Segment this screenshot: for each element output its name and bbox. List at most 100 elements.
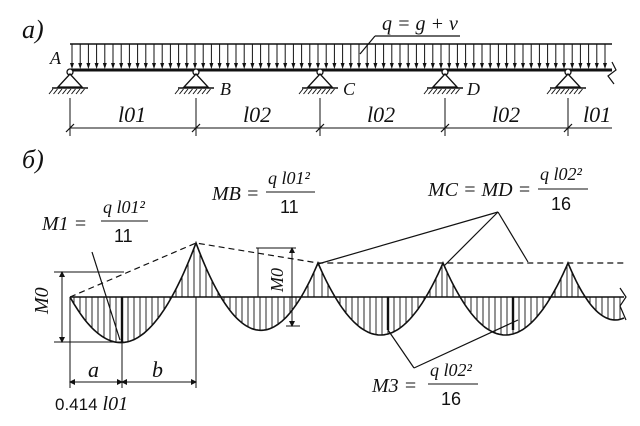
load-arrowhead [168,63,173,69]
ground-hatch [551,88,556,95]
mb-lhs: MB = [211,183,259,205]
load-arrowhead [578,63,583,69]
ground-hatch [66,88,72,95]
load-arrowhead [537,63,542,69]
label-a: a [88,357,99,382]
load-arrowhead [316,63,320,69]
support-triangle [56,73,84,88]
support-label-d: D [466,79,480,99]
load-arrowhead [586,63,591,69]
load-arrowhead [307,63,312,69]
panel-a-label: а) [22,15,44,44]
load-arrowhead [447,63,452,69]
ground-hatch [546,88,552,95]
ground-hatch [573,88,579,95]
load-arrowhead [553,63,558,69]
m3-leader-1 [387,329,415,369]
load-label: q = g + v [382,13,458,35]
load-arrowhead [471,63,476,69]
ground-hatch [437,88,442,95]
ground-hatch [455,88,460,95]
ground-hatch [75,88,81,95]
md-leader-2 [497,211,529,263]
support-label-b: B [220,79,231,99]
load-arrowhead [184,63,189,69]
load-arrowhead [398,63,402,69]
m3-denominator: 16 [441,389,461,409]
ground-hatch [80,88,85,95]
load-arrowhead [225,63,230,69]
span-tick-slash [563,123,573,133]
beam-break-mark [607,61,617,85]
load-arrowhead [512,63,517,69]
load-arrowhead [332,63,337,69]
span-tick-slash [440,123,450,133]
mcd-denominator: 16 [551,194,571,214]
m0-mid-label: M0 [267,268,287,293]
load-arrowhead [86,63,91,69]
support-triangle [182,73,210,88]
load-arrowhead [562,63,566,69]
load-arrowhead [94,63,99,69]
load-arrowhead [324,63,329,69]
load-arrowhead [119,63,124,69]
support-triangle [554,73,582,88]
ground-hatch [303,88,308,95]
ground-hatch [432,88,438,95]
mcd-lhs: MC = MD = [427,179,531,201]
load-arrowhead [480,63,484,69]
load-arrowhead [78,63,83,69]
support-2 [174,68,214,95]
ground-hatch [183,88,189,95]
ground-hatch [312,88,317,95]
load-arrowhead [135,63,140,69]
m3-leader-2 [413,319,519,369]
load-arrowhead [234,63,238,69]
moment-break-mark [619,287,627,321]
load-arrowhead [406,63,411,69]
load-arrowhead [439,63,443,69]
support-1 [48,68,88,95]
load-arrowhead [217,63,222,69]
load-arrowhead [275,63,279,69]
ground-hatch [423,88,429,95]
ground-hatch [174,88,180,95]
load-arrowhead [570,63,575,69]
span-tick-slash [191,123,201,133]
ground-hatch [578,88,583,95]
m0-left-label: M0 [31,287,53,315]
ground-hatch [62,88,67,95]
support-label-c: C [343,79,356,99]
load-arrowhead [357,63,361,69]
ground-hatch [179,88,184,95]
load-arrowhead [381,63,386,69]
load-arrowhead [102,63,107,69]
span-label-5: l01 [583,102,611,127]
load-arrowhead [504,63,509,69]
support-3 [298,68,338,95]
ground-hatch [57,88,63,95]
span-ticks [65,98,573,136]
span-tick-slash [315,123,325,133]
ground-hatch [564,88,570,95]
md-leader [443,211,499,267]
load-arrowhead [545,63,550,69]
load-arrowhead [266,63,271,69]
m3-lhs: M3 = [371,375,417,397]
mb-numerator: q l01² [268,168,311,188]
load-arrowhead [603,63,607,69]
load-arrowhead [250,63,255,69]
load-arrowhead [291,63,296,69]
ground-hatch [560,88,565,95]
ground-hatch [188,88,193,95]
ground-hatch [53,88,58,95]
load-arrowhead [365,63,370,69]
ground-hatch [450,88,456,95]
load-arrowhead [529,63,534,69]
ground-hatch [446,88,451,95]
load-arrowhead [143,63,148,69]
supports [48,68,586,95]
load-arrowhead [127,63,132,69]
load-arrowhead [463,63,468,69]
